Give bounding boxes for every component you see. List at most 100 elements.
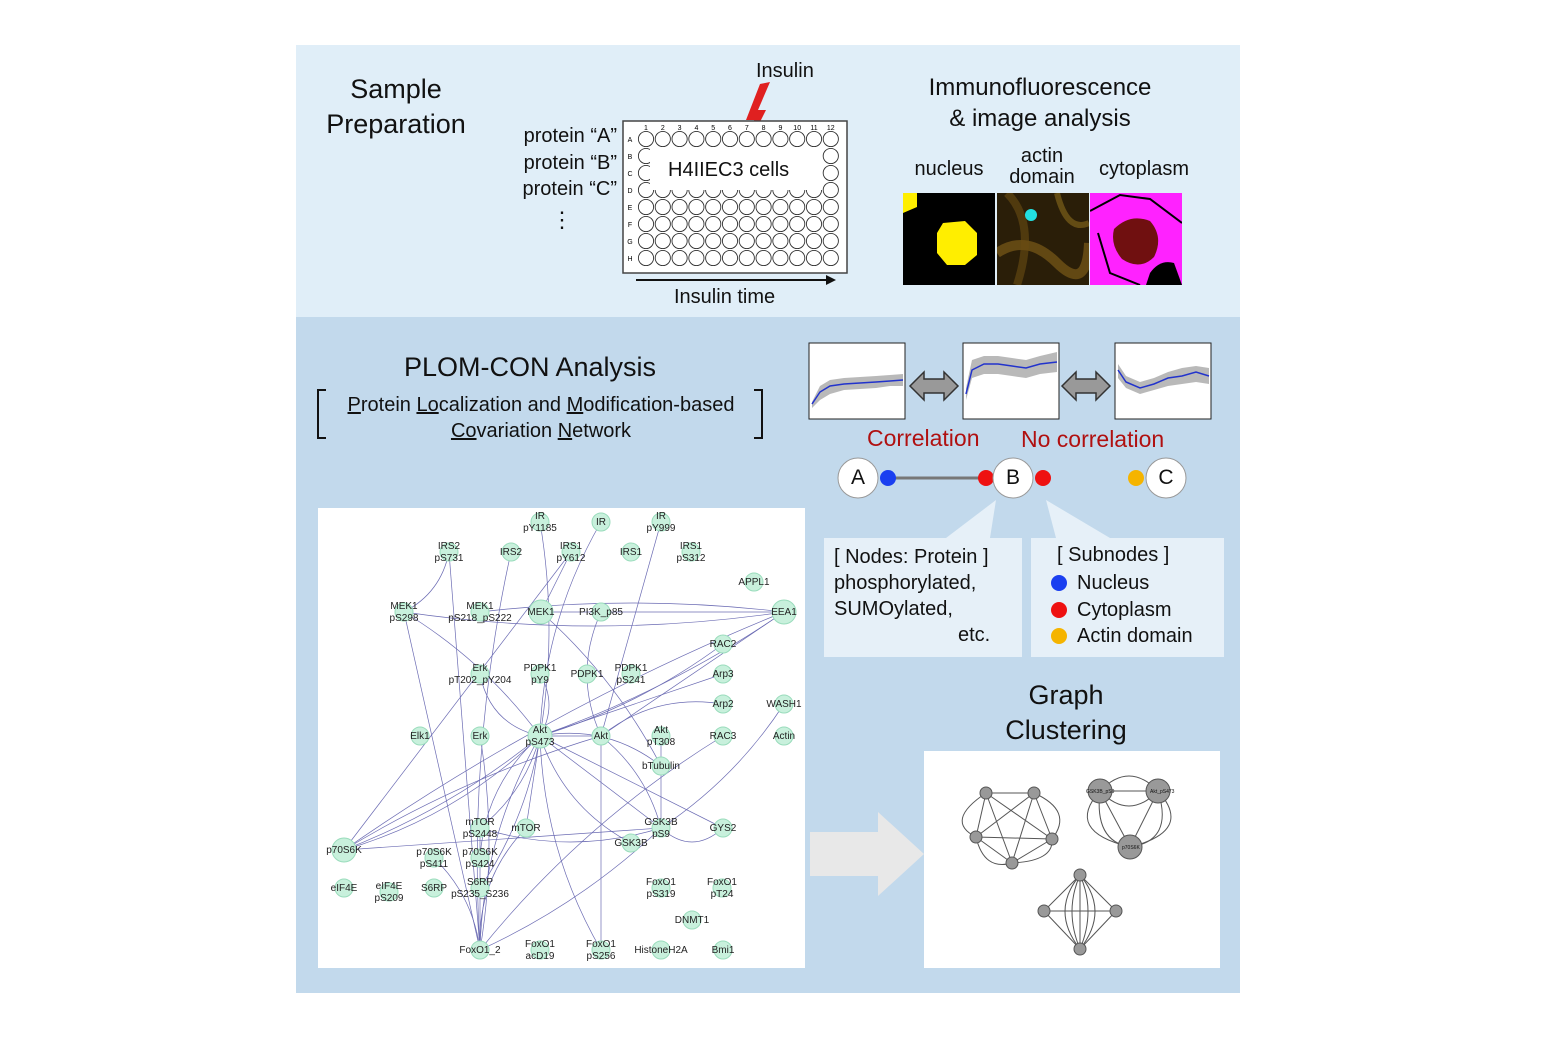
network-node-label: Akt [594, 731, 609, 742]
network-node-label: GSK3B [644, 817, 678, 828]
plate-well [789, 249, 806, 267]
network-node: GSK3B [614, 833, 648, 853]
plate-well [721, 232, 739, 250]
network-node-label: IRS1 [680, 541, 703, 552]
network-node-label: Erk [473, 663, 489, 674]
cytoplasm-image [1090, 193, 1182, 285]
network-node-label: Bmi1 [712, 945, 735, 956]
plate-well [805, 130, 823, 148]
plate-well [705, 198, 722, 216]
legend-actin-domain: Actin domain [1051, 625, 1193, 648]
double-arrow-right [1060, 370, 1112, 402]
plate-column-label: 5 [711, 125, 715, 132]
plate-row-label: F [628, 222, 632, 229]
network-node-label: Arp2 [712, 699, 734, 710]
network-node-label: S6RP [421, 883, 447, 894]
plate-well [789, 198, 806, 216]
nucleus-label: nucleus [914, 158, 984, 180]
network-node: IRS1 [620, 542, 643, 562]
network-edge [600, 735, 662, 829]
nodes-box-line3: SUMOylated, [834, 598, 953, 620]
network-edge [539, 611, 785, 737]
network-node-label: APPL1 [738, 577, 770, 588]
network-node: S6RP [421, 878, 447, 898]
plate-column-label: 1 [644, 125, 648, 132]
plate-column-label: 10 [793, 125, 801, 132]
plomcon-network: IRpY1185IRIRpY999IRS2pS731IRS2IRS1pY612I… [326, 511, 802, 962]
cluster-3 [1043, 874, 1117, 950]
plate-well [772, 215, 789, 233]
subnodes-box-title: [ Subnodes ] [1057, 544, 1170, 566]
network-node-label: pS218_pS222 [448, 613, 512, 624]
plomcon-title: PLOM-CON Analysis [403, 352, 657, 382]
plate-column-label: 12 [827, 125, 835, 132]
network-edge [539, 735, 602, 951]
cytoplasm-label: cytoplasm [1098, 158, 1190, 180]
network-edge [343, 735, 541, 851]
network-node: WASH1 [766, 694, 802, 714]
plate-row-label: E [628, 205, 633, 212]
plate-well [789, 232, 806, 250]
nodes-box-line2: phosphorylated, [834, 572, 977, 594]
network-node-label: p70S6K [462, 847, 498, 858]
network-node-label: mTOR [511, 823, 540, 834]
network-node-label: pS235_S236 [451, 889, 509, 900]
time-course-plot-c [1114, 342, 1212, 420]
plate-well [755, 215, 772, 233]
network-node-label: MEK1 [390, 601, 418, 612]
network-node: GYS2 [710, 818, 737, 838]
network-node-label: pT24 [711, 889, 734, 900]
nucleus-dot-icon [1051, 575, 1067, 591]
node-b-label: B [1005, 466, 1020, 489]
protein-ellipsis: ⋮ [551, 206, 573, 232]
network-node-label: pS241 [617, 675, 646, 686]
network-node: PI3K_p85 [579, 602, 623, 622]
no-correlation-label: No correlation [1021, 426, 1165, 452]
network-node: EEA1 [771, 599, 797, 625]
network-edge [479, 735, 541, 889]
network-node: RAC3 [710, 726, 737, 746]
network-edge [539, 735, 662, 829]
plate-well [805, 232, 823, 250]
protein-a-label: protein “A” [523, 125, 617, 147]
subnodes-legend-box: [ Subnodes ] Nucleus Cytoplasm Actin dom… [1031, 538, 1224, 657]
network-node-label: Arp3 [712, 669, 734, 680]
plate-well [637, 198, 655, 216]
callout-wedges [946, 500, 1110, 538]
network-node-label: pY1185 [523, 523, 557, 534]
network-node: FoxO1_2 [459, 940, 501, 960]
cytoplasm-dot-icon [1051, 602, 1067, 618]
network-edge [479, 827, 662, 951]
network-node-label: GYS2 [710, 823, 737, 834]
plate-column-label: 4 [694, 125, 698, 132]
node-a-label: A [850, 466, 865, 489]
plate-well [822, 164, 839, 182]
insulin-time-label: Insulin time [674, 286, 776, 308]
nodes-box-title: [ Nodes: Protein ] [834, 546, 989, 568]
plate-row-label: C [627, 171, 632, 178]
network-node-label: pS209 [375, 893, 404, 904]
network-node: Actin [773, 726, 795, 746]
plate-well [688, 215, 705, 233]
network-node-label: S6RP [467, 877, 493, 888]
network-node-label: p70S6K [416, 847, 452, 858]
network-edge [539, 643, 724, 737]
plate-column-label: 11 [810, 125, 817, 132]
network-node-label: RAC2 [710, 639, 737, 650]
network-edge [343, 551, 572, 851]
plate-well [654, 198, 671, 216]
nucleus-subnode-a [880, 470, 896, 486]
plate-well [755, 198, 772, 216]
network-node-label: Akt [533, 725, 548, 736]
network-node-label: pS411 [420, 859, 449, 870]
plate-column-label: 6 [728, 125, 732, 132]
